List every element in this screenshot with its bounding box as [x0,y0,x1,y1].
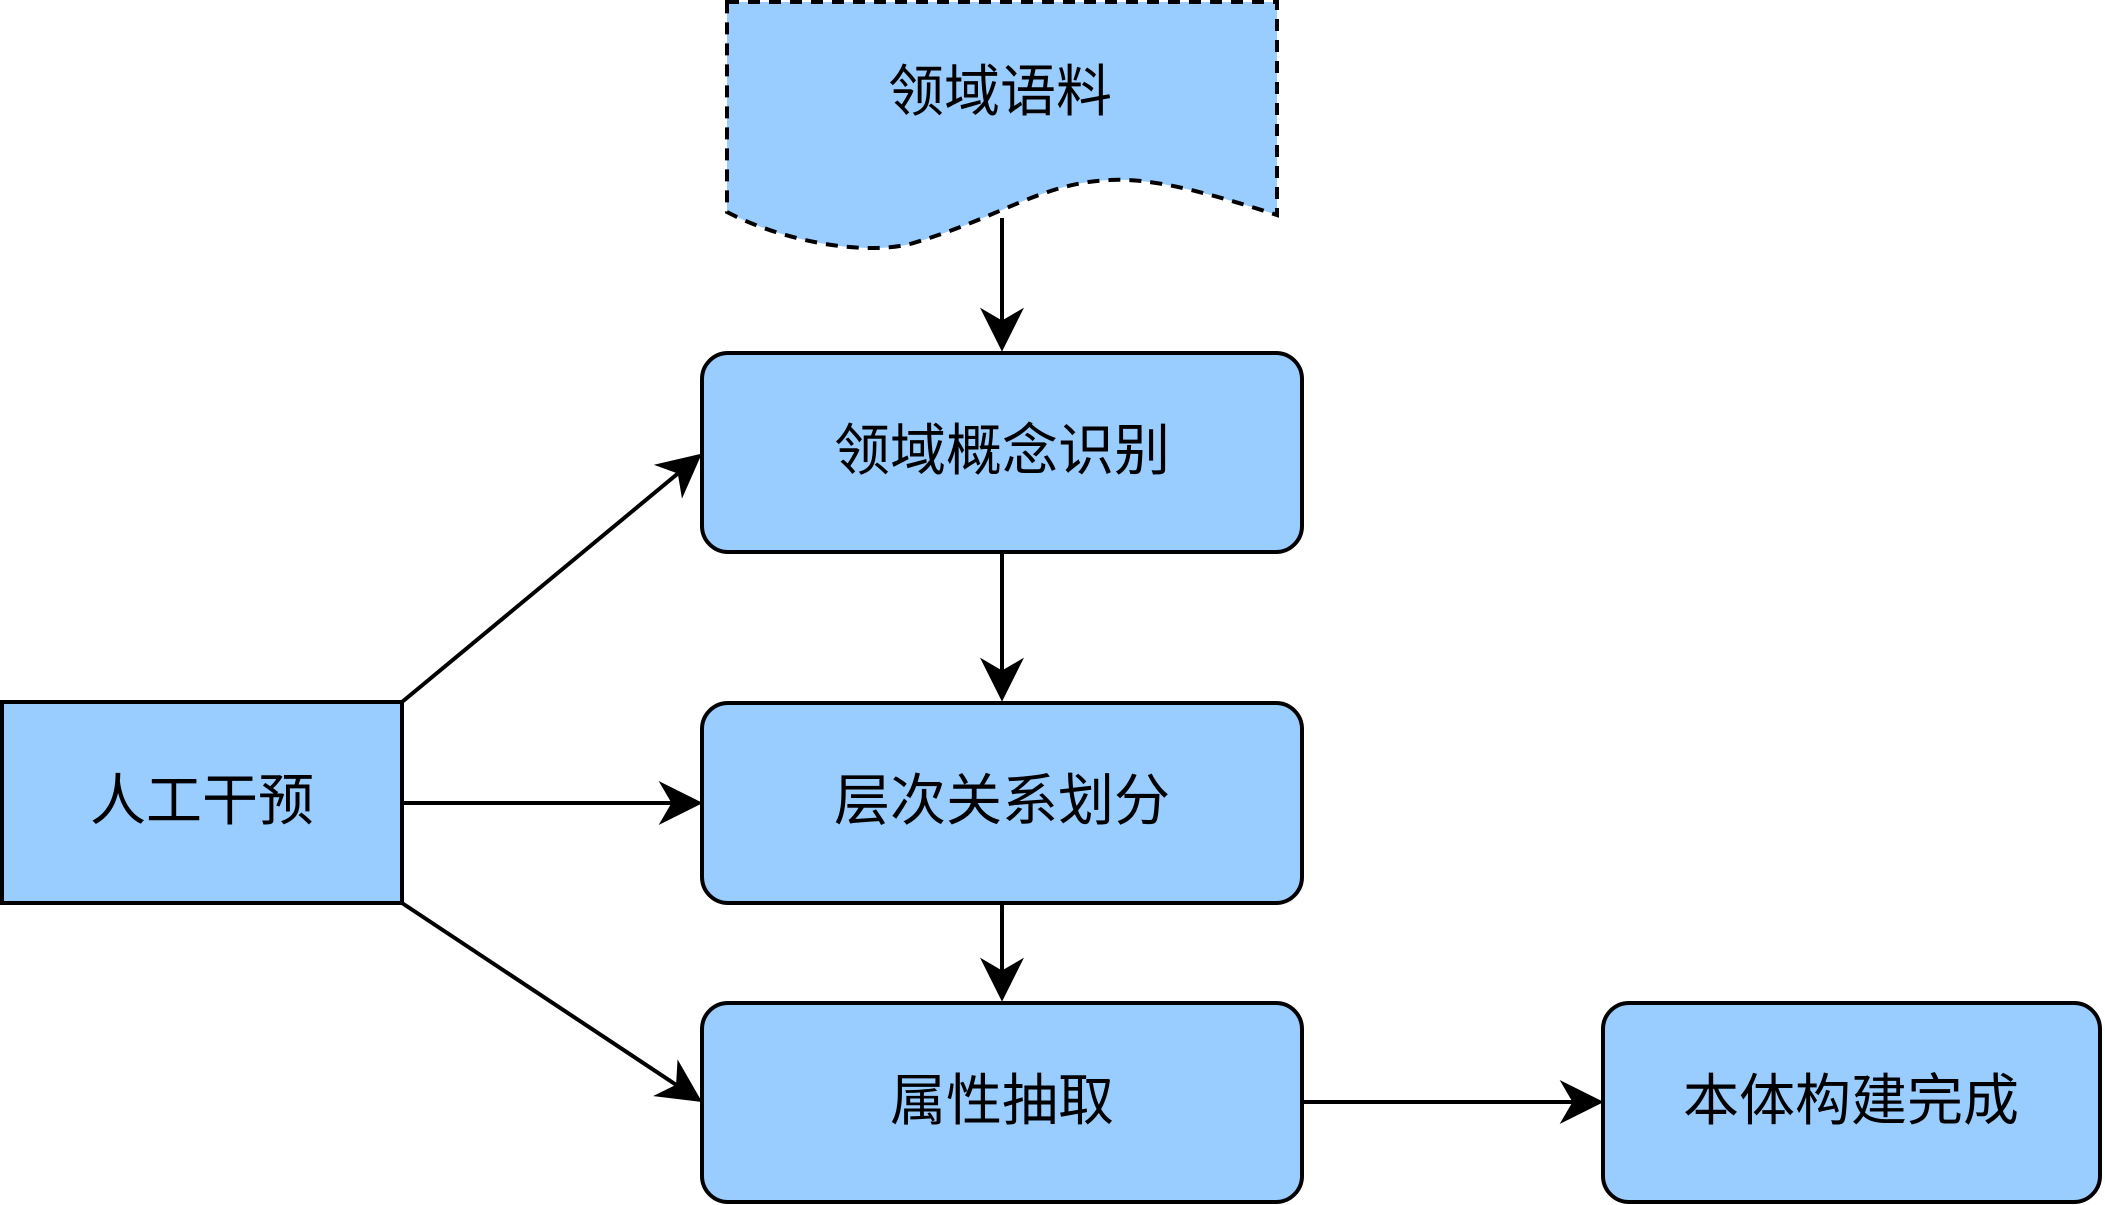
manual-label: 人工干预 [90,769,314,834]
corpus-document-shape [725,0,1279,251]
node-hierarchy: 层次关系划分 [700,701,1304,905]
node-attribute: 属性抽取 [700,1001,1304,1204]
edge-manual-to-concept [400,453,702,704]
corpus-label: 领域语料 [888,60,1112,125]
node-manual: 人工干预 [0,700,404,905]
edges [400,218,1604,1124]
attribute-box [700,1001,1304,1204]
node-corpus: 领域语料 [725,0,1279,251]
edge-manual-to-attribute [400,901,703,1103]
node-complete: 本体构建完成 [1601,1001,2102,1204]
hierarchy-box [700,701,1304,905]
complete-label: 本体构建完成 [1683,1069,2019,1134]
node-concept: 领域概念识别 [700,351,1304,554]
hierarchy-label: 层次关系划分 [834,769,1170,834]
concept-label: 领域概念识别 [834,419,1170,484]
manual-box [0,700,404,905]
concept-box [700,351,1304,554]
attribute-label: 属性抽取 [890,1069,1114,1134]
complete-box [1601,1001,2102,1204]
